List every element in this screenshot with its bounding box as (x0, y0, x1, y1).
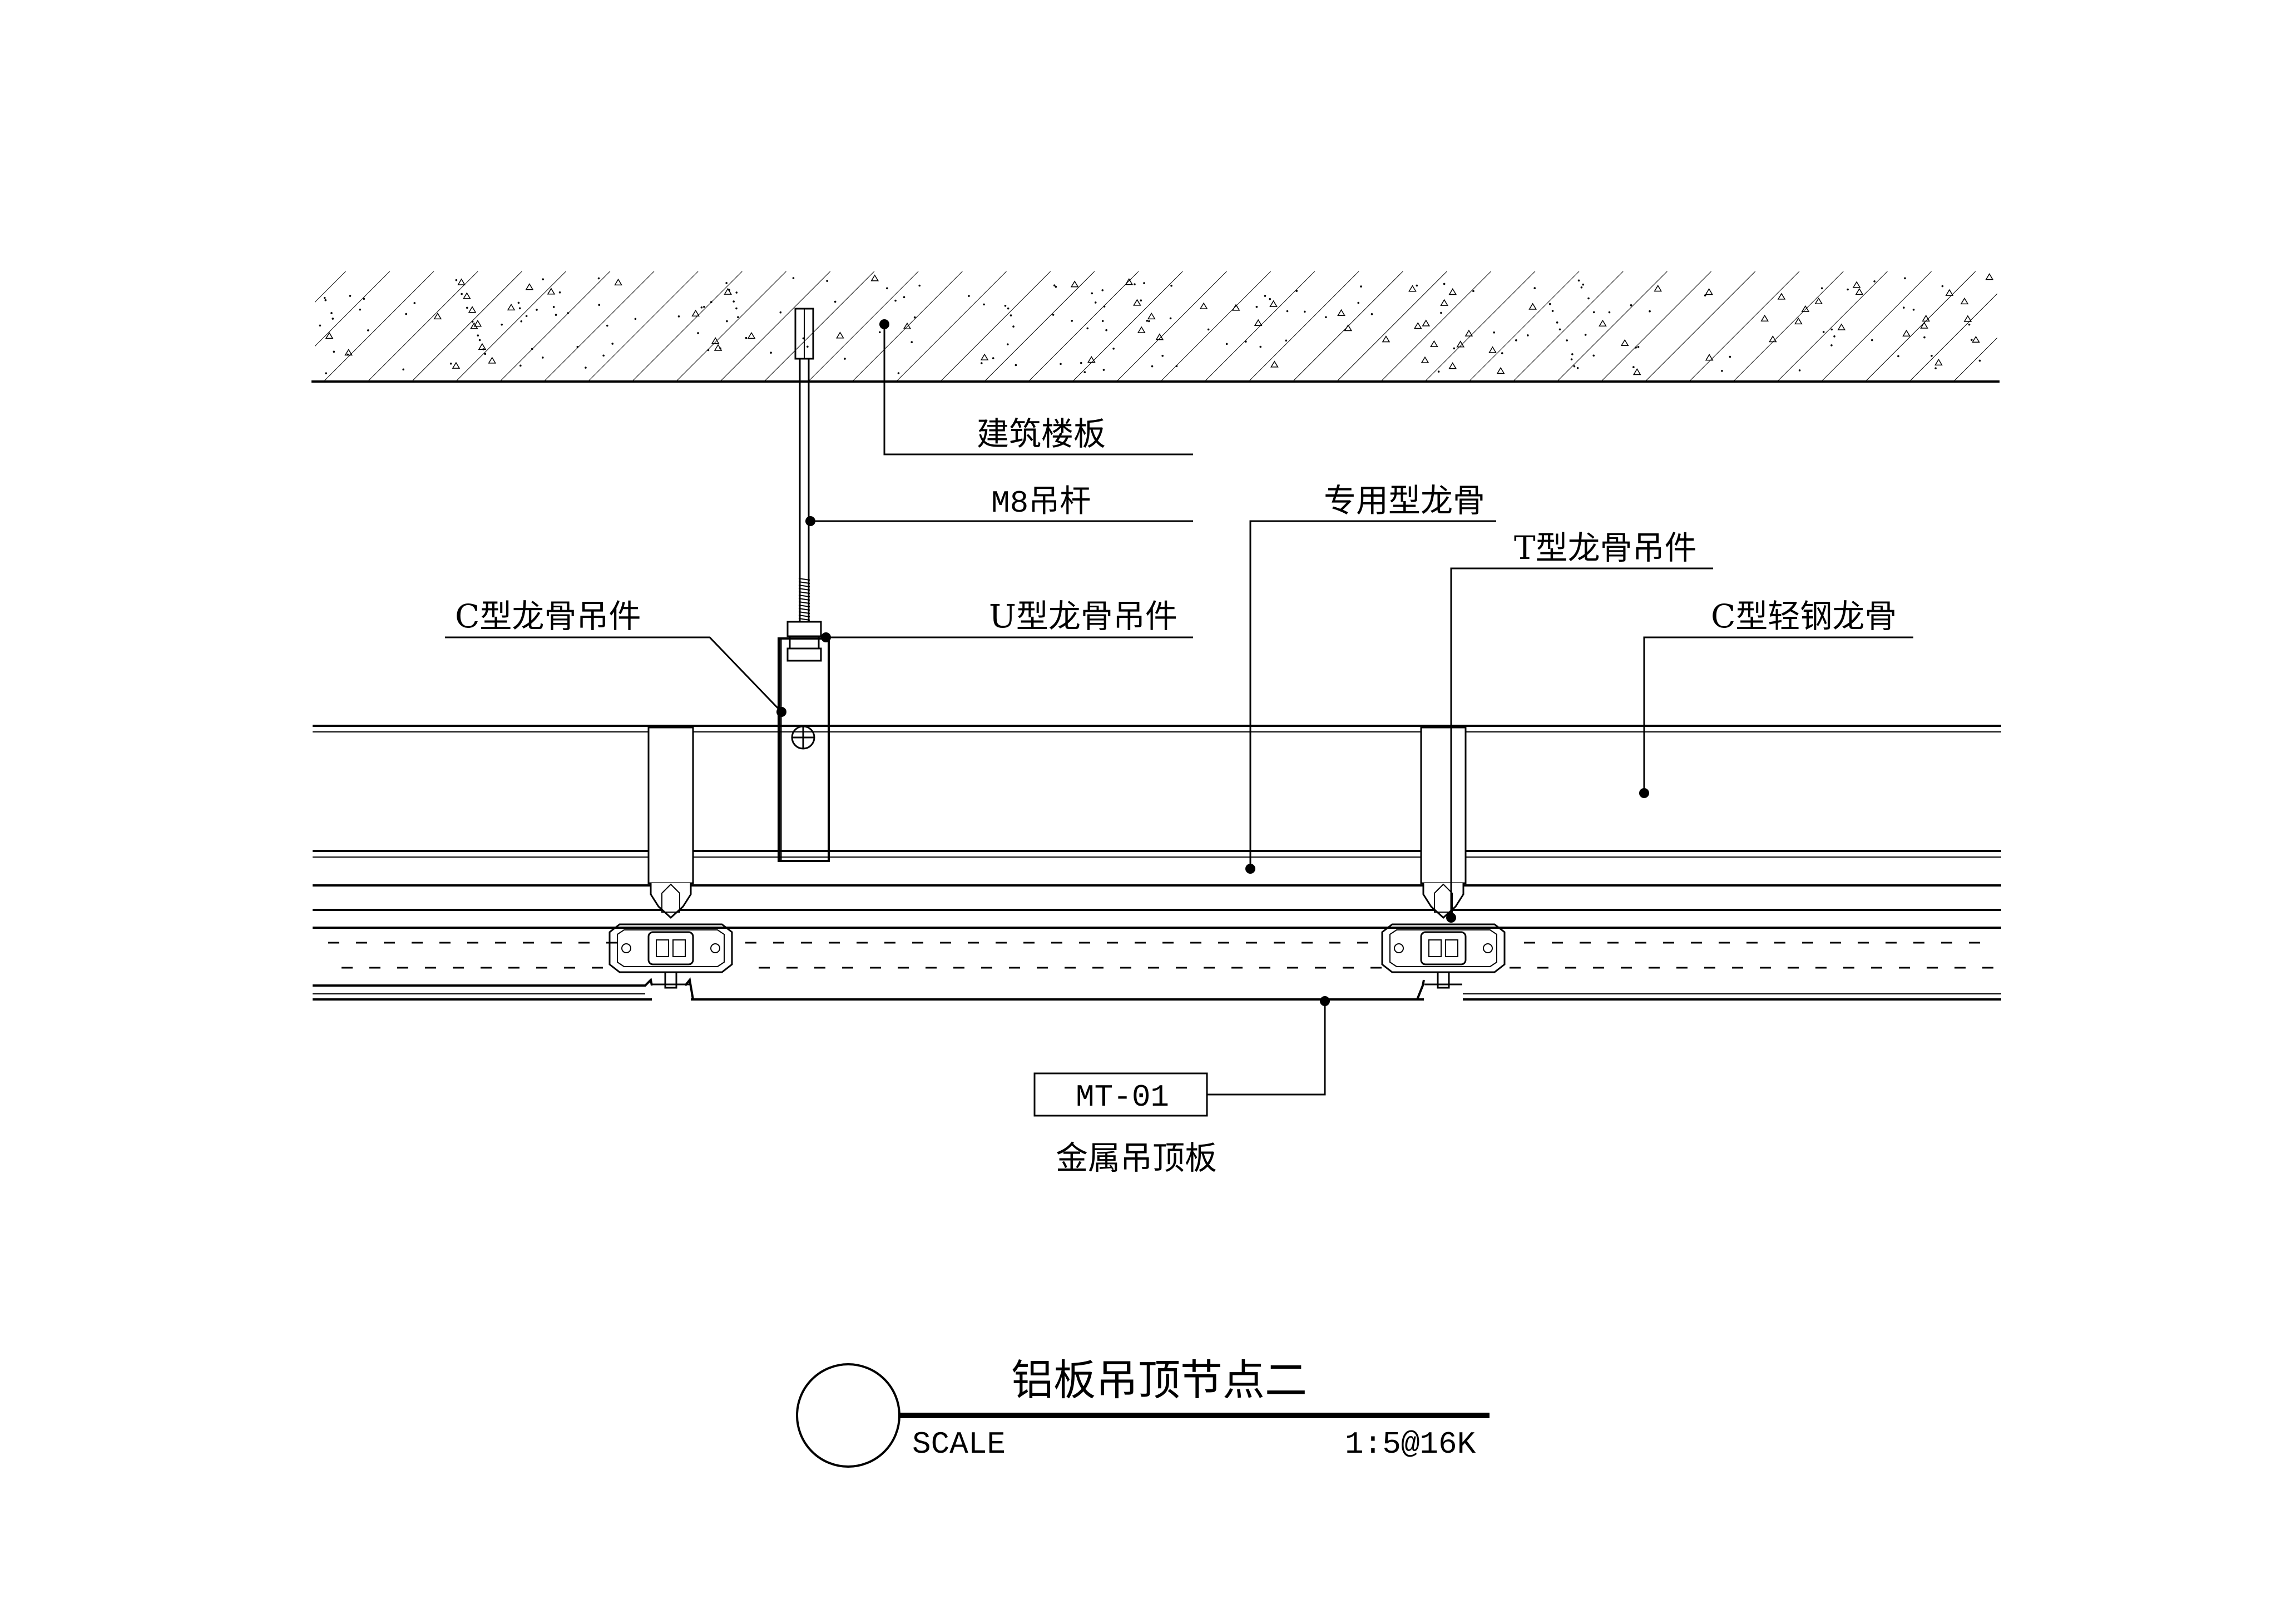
label-panel-code: MT-01 (1076, 1080, 1169, 1115)
metal-ceiling-panel (313, 927, 2001, 1001)
label-hanger-rod: M8吊杆 (991, 485, 1091, 521)
label-t-keel-hanger: T型龙骨吊件 (1514, 529, 1697, 567)
leaders (445, 319, 1913, 1117)
concrete-slab (311, 271, 2000, 383)
c-steel-keel (313, 725, 2001, 911)
t-keel-hanger-left (608, 726, 733, 989)
hanger-bracket (778, 637, 830, 862)
hanger-rod (786, 308, 822, 662)
label-u-keel-hanger: U型龙骨吊件 (989, 597, 1177, 635)
title-block: 铝板吊顶节点二 SCALE 1:5@16K (796, 1355, 1490, 1468)
slab-aggregate-speckles (319, 273, 1994, 375)
rod-thread (798, 578, 810, 622)
label-special-keel: 专用型龙骨 (1324, 482, 1485, 519)
label-panel-name: 金属吊顶板 (1056, 1139, 1217, 1177)
label-slab: 建筑楼板 (977, 415, 1106, 453)
scale-label: SCALE (912, 1427, 1006, 1462)
scale-value: 1:5@16K (1345, 1427, 1476, 1462)
t-keel-hanger-right (1381, 726, 1506, 989)
drawing-title: 铝板吊顶节点二 (1011, 1355, 1307, 1405)
label-c-keel-hanger: C型龙骨吊件 (455, 597, 641, 635)
label-c-steel-keel: C型轻钢龙骨 (1711, 597, 1897, 635)
panel-perforations (328, 942, 1993, 969)
